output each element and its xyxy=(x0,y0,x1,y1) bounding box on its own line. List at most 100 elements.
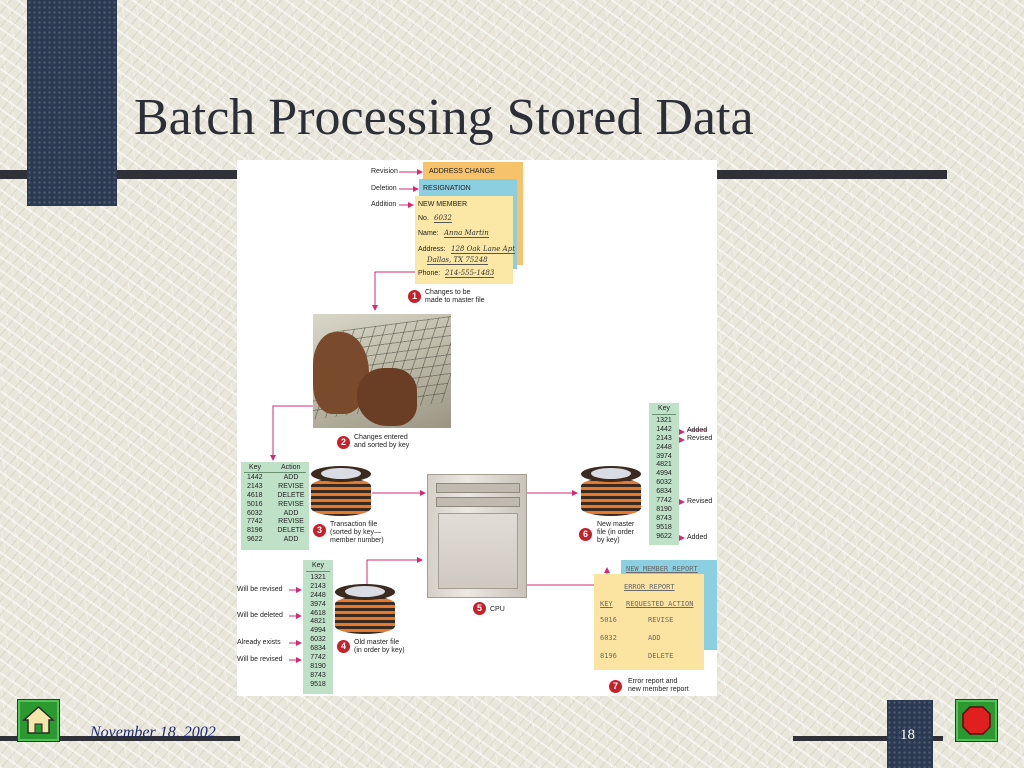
new-master-note-revised-1: Revised xyxy=(687,435,713,442)
address-change-title: ADDRESS CHANGE xyxy=(429,168,495,175)
step-4-line1: Old master file xyxy=(354,639,400,646)
step-1-line1: Changes to be xyxy=(425,289,471,296)
revision-label: Revision xyxy=(371,168,398,175)
transaction-row-action: DELETE xyxy=(277,527,305,535)
new-master-disk-stack xyxy=(581,466,641,518)
step-1-badge: 1 xyxy=(408,290,421,303)
transaction-row-action: ADD xyxy=(283,536,299,544)
new-master-key: 6032 xyxy=(656,479,672,487)
step-3-line3: member number) xyxy=(330,537,384,544)
old-master-key: 2448 xyxy=(310,591,326,599)
page-number-block xyxy=(887,700,933,768)
old-master-note-revised-2: Will be revised xyxy=(237,656,283,663)
old-master-key: 4821 xyxy=(310,618,326,626)
top-rule-left xyxy=(0,170,240,179)
step-5-badge: 5 xyxy=(473,602,486,615)
step-7-badge: 7 xyxy=(609,680,622,693)
top-rule-right xyxy=(717,170,947,179)
step-6-line1: New master xyxy=(597,521,635,528)
new-master-key: 7742 xyxy=(656,497,672,505)
stop-button[interactable] xyxy=(955,699,998,742)
new-member-title: NEW MEMBER xyxy=(418,201,467,208)
transaction-row-key: 1442 xyxy=(247,474,263,481)
old-master-disk-stack xyxy=(335,584,395,636)
transaction-action-header: Action xyxy=(281,464,301,471)
new-master-key: 1321 xyxy=(656,416,672,424)
bottom-rule-right xyxy=(793,736,943,741)
old-master-key: 4618 xyxy=(310,609,326,617)
transaction-row-key: 9622 xyxy=(247,536,263,544)
transaction-row: 1442 ADD xyxy=(244,474,306,483)
step-2-line1: Changes entered xyxy=(354,434,408,441)
step-6-line2: file (in order xyxy=(597,529,634,536)
step-3-line2: (sorted by key— xyxy=(330,529,381,536)
address-value-line1: 128 Oak Lane Apt xyxy=(451,245,516,254)
address-value-line2: Dallas, TX 75248 xyxy=(427,256,488,265)
old-master-note-revised-1: Will be revised xyxy=(237,586,283,593)
name-label: Name: xyxy=(418,230,439,237)
new-member-card xyxy=(415,196,513,284)
transaction-row-action: ADD xyxy=(283,474,299,481)
transaction-row-key: 5016 xyxy=(247,500,263,508)
old-master-key: 2143 xyxy=(310,582,326,590)
error-report-action-header: REQUESTED ACTION xyxy=(626,600,694,608)
new-master-key: 2143 xyxy=(656,434,672,442)
new-master-note-revised-2: Revised xyxy=(687,498,713,505)
phone-value: 214-555-1483 xyxy=(445,269,495,278)
new-master-key: 4821 xyxy=(656,461,672,469)
step-4-line2: (in order by key) xyxy=(354,647,405,654)
new-master-key: 8743 xyxy=(656,514,672,522)
error-report-row-action: REVISE xyxy=(648,616,674,624)
step-6-badge: 6 xyxy=(579,528,592,541)
old-master-key: 4994 xyxy=(310,627,326,635)
step-3-badge: 3 xyxy=(313,524,326,537)
transaction-row-action: DELETE xyxy=(277,491,305,499)
new-master-key: 1442 xyxy=(656,425,672,433)
name-value: Anna Martin xyxy=(444,229,489,238)
cpu-label: CPU xyxy=(490,606,505,613)
slide-date: November 18, 2002 xyxy=(90,724,216,741)
new-master-key: 2448 xyxy=(656,443,672,451)
keyboard-photo xyxy=(313,314,451,428)
step-4-badge: 4 xyxy=(337,640,350,653)
old-master-key-header: Key xyxy=(306,562,330,572)
transaction-row-action: REVISE xyxy=(278,518,304,526)
new-master-key: 3974 xyxy=(656,452,672,460)
addition-label: Addition xyxy=(371,201,397,208)
transaction-row-key: 8196 xyxy=(247,527,263,535)
transaction-row-key: 6032 xyxy=(247,509,263,517)
page-number: 18 xyxy=(900,727,915,743)
error-report-sheet xyxy=(594,574,704,670)
new-master-note-added-2: Added xyxy=(687,534,708,541)
cpu-cabinet xyxy=(427,474,527,598)
no-label: No. xyxy=(418,215,429,222)
new-master-key: 6834 xyxy=(656,488,672,496)
old-master-key: 7742 xyxy=(310,654,326,662)
slide-title: Batch Processing Stored Data xyxy=(134,89,754,146)
error-report-row-action: ADD xyxy=(648,634,661,642)
address-label: Address: xyxy=(418,246,446,253)
home-icon xyxy=(22,705,55,734)
old-master-key: 8190 xyxy=(310,662,326,670)
stop-icon xyxy=(962,706,991,735)
home-button[interactable] xyxy=(17,699,60,742)
step-7-line1: Error report and xyxy=(628,678,678,685)
new-master-key: 4994 xyxy=(656,470,672,478)
error-report-row-key: 5016 xyxy=(600,616,617,624)
no-value: 6032 xyxy=(434,214,452,223)
new-master-key: 9518 xyxy=(656,523,672,531)
error-report-title: ERROR REPORT xyxy=(624,583,675,591)
error-report-row-key: 6032 xyxy=(600,634,617,642)
error-report-row-key: 8196 xyxy=(600,652,617,660)
transaction-row: 9622 ADD xyxy=(244,536,306,545)
new-master-key: 9622 xyxy=(656,532,672,540)
old-master-key: 6834 xyxy=(310,645,326,653)
transaction-row-action: REVISE xyxy=(278,482,304,490)
step-2-line2: and sorted by key xyxy=(354,442,410,449)
bottom-rule-left xyxy=(0,736,240,741)
